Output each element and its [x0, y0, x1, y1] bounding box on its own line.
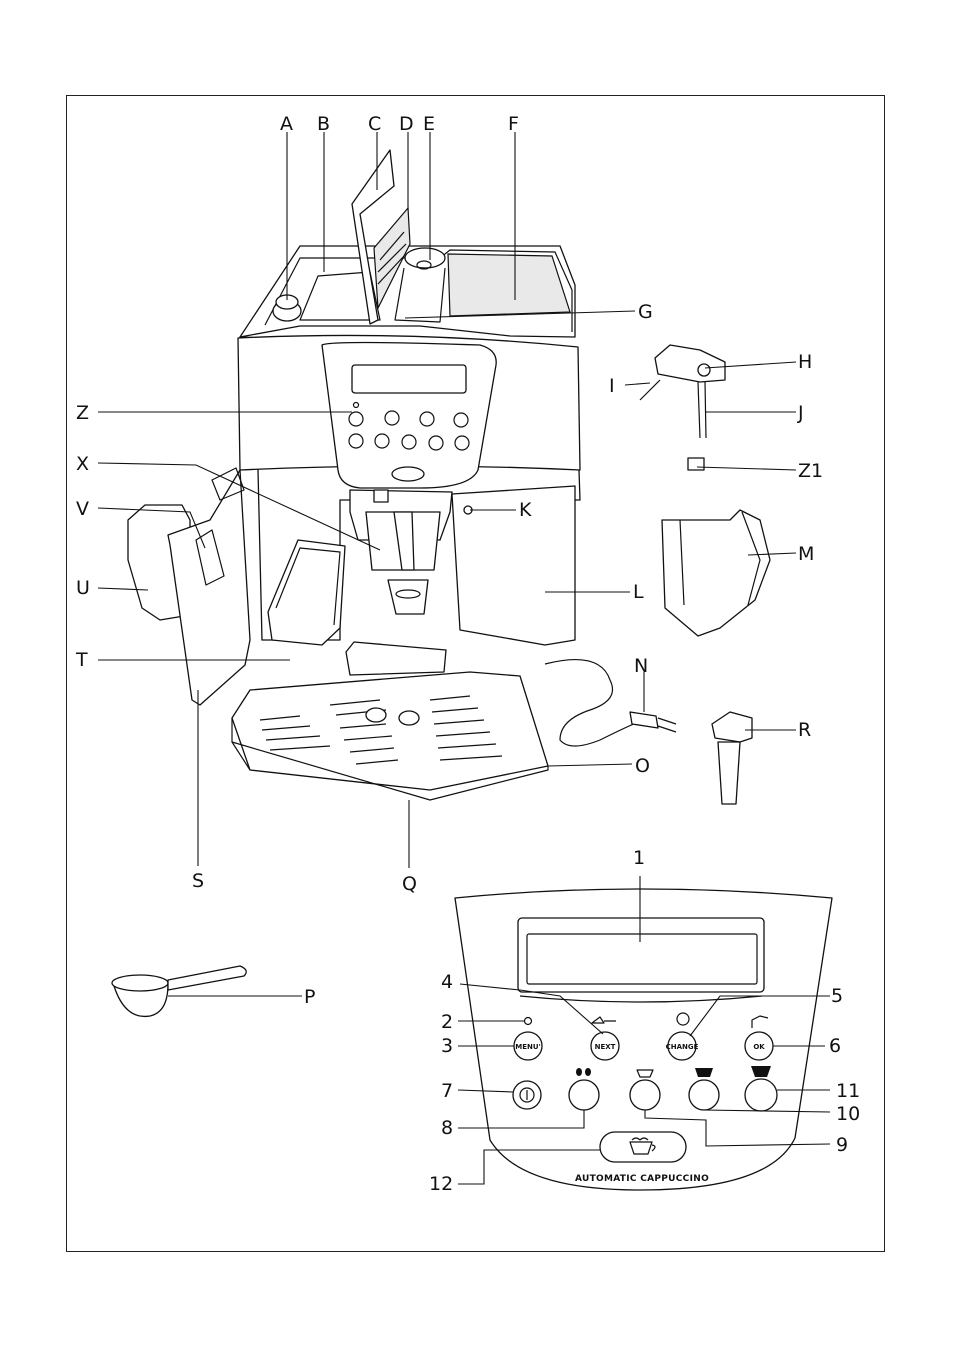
callout-11: 11: [836, 1080, 860, 1102]
callout-Z: Z: [76, 402, 89, 424]
callout-3: 3: [441, 1035, 453, 1057]
callout-G: G: [638, 301, 653, 323]
callout-9: 9: [836, 1134, 848, 1156]
beans-button[interactable]: [568, 1079, 600, 1111]
menu-button-label: MENU': [515, 1043, 540, 1051]
callout-A: A: [280, 113, 293, 135]
steam-icon: [591, 1016, 616, 1024]
brand-text: AUTOMATIC CAPPUCCINO: [575, 1174, 709, 1184]
control-panel-detail: MENU' NEXT CHANGE OK AUTOMATIC CAPPUCCIN…: [454, 888, 833, 1191]
callout-Q: Q: [402, 873, 417, 895]
callout-J: J: [797, 402, 804, 424]
callout-Z1: Z1: [798, 460, 823, 482]
small-cup-icon: [636, 1069, 654, 1078]
callout-D: D: [399, 113, 414, 135]
callout-U: U: [76, 577, 90, 599]
rinse-icon: [676, 1012, 690, 1026]
callout-E: E: [423, 113, 435, 135]
hot-water-spout: [711, 711, 753, 805]
coffee-machine: [127, 149, 677, 801]
callout-B: B: [317, 113, 330, 135]
cappuccino-button[interactable]: [599, 1131, 687, 1163]
callout-P: P: [304, 986, 315, 1008]
warning-led-icon: [523, 1016, 533, 1026]
callout-R: R: [798, 719, 811, 741]
callout-2: 2: [441, 1011, 453, 1033]
callout-5: 5: [831, 985, 843, 1007]
callout-10: 10: [836, 1103, 860, 1125]
callout-8: 8: [441, 1117, 453, 1139]
large-cup-icon: [751, 1066, 771, 1077]
callout-X: X: [76, 453, 89, 475]
callout-N: N: [634, 655, 648, 677]
callout-6: 6: [829, 1035, 841, 1057]
diagram-frame: [66, 95, 885, 1252]
ok-button-label: OK: [753, 1043, 765, 1051]
milk-jug-icon: [751, 1015, 769, 1028]
part-labels: A B C D E F G H I J Z Z1 X K V M U L T N…: [75, 113, 860, 1195]
callout-4: 4: [441, 971, 453, 993]
change-button-label: CHANGE: [666, 1043, 699, 1051]
callout-12: 12: [429, 1173, 453, 1195]
measuring-scoop: [111, 965, 247, 1018]
beans-icon: [576, 1068, 591, 1076]
next-button-label: NEXT: [595, 1043, 616, 1051]
callout-1: 1: [633, 847, 645, 869]
callout-F: F: [508, 113, 519, 135]
large-cup-button[interactable]: [744, 1078, 778, 1112]
callout-V: V: [76, 498, 89, 520]
callout-M: M: [798, 543, 814, 565]
leader-lines: [97, 132, 831, 1185]
callout-S: S: [192, 870, 204, 892]
callout-L: L: [633, 581, 644, 603]
callout-T: T: [75, 649, 88, 671]
cappuccino-cup-icon: [629, 1137, 656, 1155]
small-cup-button[interactable]: [629, 1079, 661, 1111]
power-icon: [519, 1087, 535, 1103]
milk-container: [661, 509, 771, 637]
callout-C: C: [368, 113, 381, 135]
callout-I: I: [609, 375, 615, 397]
callout-K: K: [519, 499, 532, 521]
change-button[interactable]: [667, 1031, 697, 1061]
callout-O: O: [635, 755, 650, 777]
callout-H: H: [798, 351, 812, 373]
cappuccino-device: [639, 344, 726, 471]
next-button[interactable]: [590, 1031, 620, 1061]
medium-cup-icon: [695, 1068, 713, 1077]
callout-7: 7: [441, 1080, 453, 1102]
medium-cup-button[interactable]: [688, 1079, 720, 1111]
